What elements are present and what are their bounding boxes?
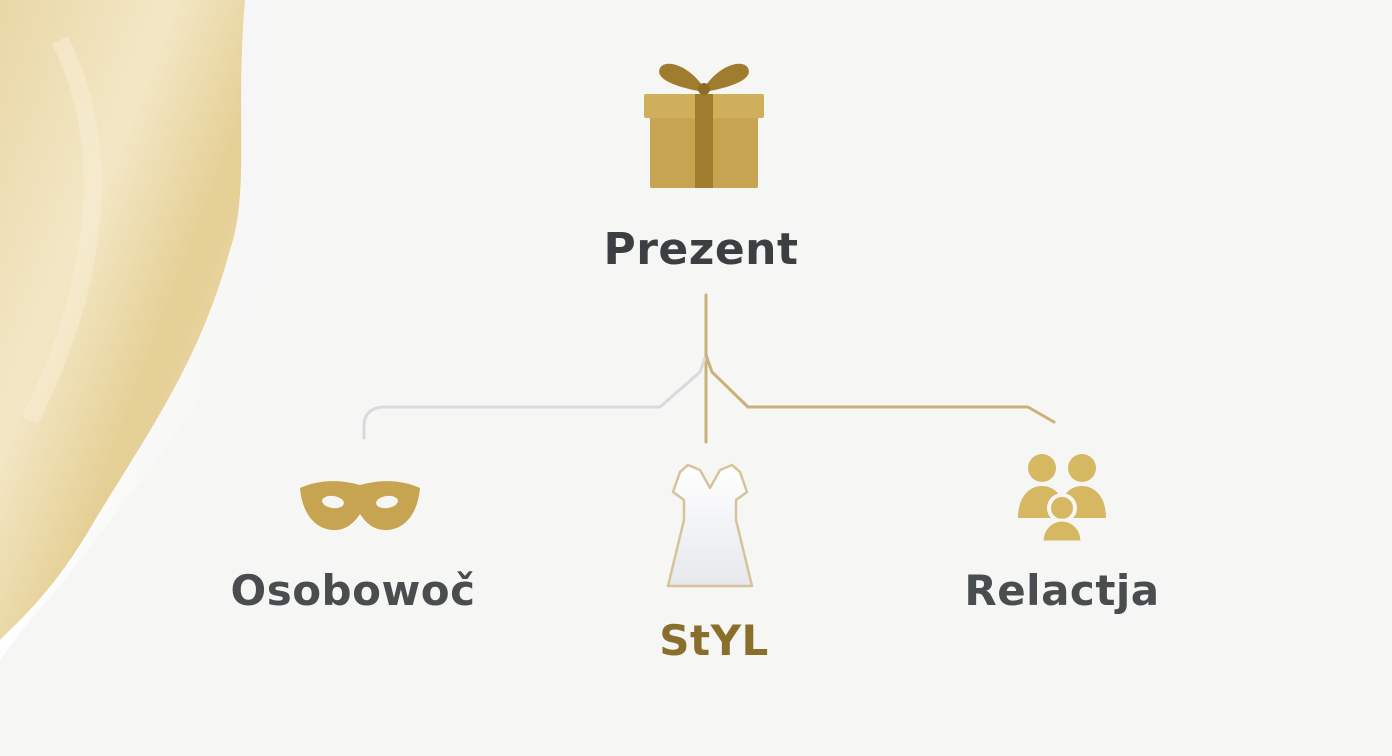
node-label-relation: Relactja bbox=[964, 566, 1160, 615]
connector-root-right bbox=[704, 353, 1056, 424]
gift-icon bbox=[644, 63, 764, 188]
connector-root-left bbox=[362, 353, 708, 440]
dress-icon bbox=[666, 463, 754, 588]
silk-background bbox=[0, 0, 330, 660]
node-label-style: StYL bbox=[659, 616, 769, 665]
node-label-personality: Osobowoč bbox=[230, 566, 476, 615]
node-label-root: Prezent bbox=[603, 224, 799, 275]
connectors bbox=[362, 293, 1056, 444]
people-icon bbox=[1018, 454, 1106, 544]
mask-icon bbox=[300, 481, 420, 531]
